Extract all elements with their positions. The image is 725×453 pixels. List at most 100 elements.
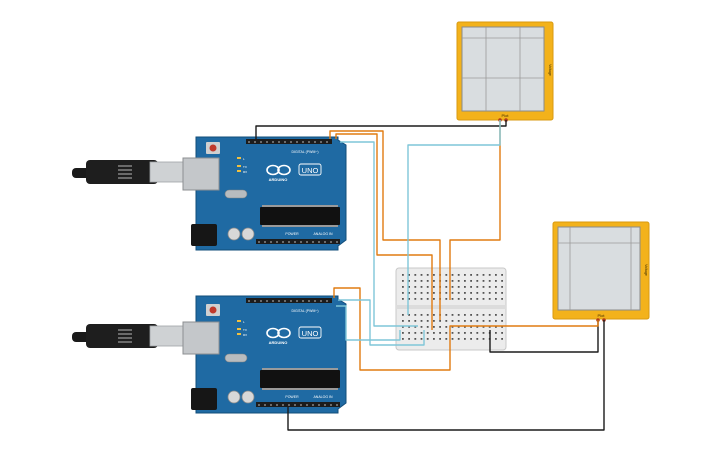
breadboard-hole[interactable] [476,326,479,328]
breadboard-hole[interactable] [445,298,448,300]
header-pin[interactable] [272,141,274,143]
header-pin[interactable] [306,404,308,406]
wire-black-1[interactable] [255,120,507,139]
breadboard-hole[interactable] [414,320,417,322]
breadboard[interactable] [395,267,507,351]
header-pin[interactable] [266,300,268,302]
wire-orange-1[interactable] [329,130,441,320]
breadboard-hole[interactable] [402,280,404,282]
breadboard-hole[interactable] [451,274,454,276]
breadboard-hole[interactable] [408,314,410,316]
breadboard-hole[interactable] [476,286,479,288]
breadboard-hole[interactable] [414,314,417,316]
breadboard-hole[interactable] [476,320,479,322]
breadboard-hole[interactable] [433,274,435,276]
wire-cyan-3[interactable] [338,299,425,346]
breadboard-hole[interactable] [408,326,410,328]
breadboard-hole[interactable] [501,314,503,316]
header-pin[interactable] [254,141,256,143]
header-pin[interactable] [330,404,332,406]
wire-black-3[interactable] [489,320,599,353]
breadboard-hole[interactable] [470,298,472,300]
breadboard-hole[interactable] [451,280,454,282]
breadboard-hole[interactable] [488,320,491,322]
header-pin[interactable] [288,404,290,406]
breadboard-hole[interactable] [457,292,460,294]
header-pin[interactable] [276,404,278,406]
breadboard-hole[interactable] [414,298,417,300]
breadboard-hole[interactable] [476,280,479,282]
header-pin[interactable] [294,241,296,243]
breadboard-hole[interactable] [457,326,460,328]
breadboard-hole[interactable] [501,338,503,340]
breadboard-hole[interactable] [445,326,448,328]
breadboard-hole[interactable] [464,292,466,294]
breadboard-hole[interactable] [426,274,429,276]
breadboard-hole[interactable] [482,338,485,340]
breadboard-hole[interactable] [414,286,417,288]
breadboard-hole[interactable] [445,320,448,322]
header-pin[interactable] [270,241,272,243]
breadboard-hole[interactable] [457,274,460,276]
breadboard-hole[interactable] [482,286,485,288]
breadboard-hole[interactable] [402,292,404,294]
breadboard-hole[interactable] [433,320,435,322]
digital-header-2[interactable] [246,298,332,303]
header-pin[interactable] [282,241,284,243]
breadboard-hole[interactable] [482,326,485,328]
breadboard-hole[interactable] [408,286,410,288]
breadboard-hole[interactable] [414,326,417,328]
header-pin[interactable] [272,300,274,302]
breadboard-hole[interactable] [420,326,423,328]
header-pin[interactable] [306,241,308,243]
header-pin[interactable] [270,404,272,406]
breadboard-hole[interactable] [482,292,485,294]
breadboard-hole[interactable] [439,338,441,340]
header-pin[interactable] [266,141,268,143]
breadboard-hole[interactable] [457,332,460,334]
arduino-2[interactable]: UNO ARDUINO DIGITAL (PWM~) POWER ANALOG … [72,295,347,414]
breadboard-hole[interactable] [495,298,497,300]
breadboard-hole[interactable] [476,292,479,294]
header-pin[interactable] [336,404,338,406]
breadboard-hole[interactable] [420,292,423,294]
breadboard-hole[interactable] [426,280,429,282]
breadboard-hole[interactable] [501,320,503,322]
header-pin[interactable] [314,141,316,143]
breadboard-hole[interactable] [402,314,404,316]
breadboard-hole[interactable] [451,314,454,316]
oscilloscope-1[interactable]: Plot Voltage [456,21,554,122]
breadboard-hole[interactable] [482,332,485,334]
wire-black-2[interactable] [287,320,605,431]
header-pin[interactable] [300,404,302,406]
breadboard-hole[interactable] [420,286,423,288]
wire-orange-3[interactable] [333,287,599,371]
header-pin[interactable] [278,141,280,143]
header-pin[interactable] [326,300,328,302]
header-pin[interactable] [296,300,298,302]
breadboard-hole[interactable] [495,286,497,288]
header-pin[interactable] [260,300,262,302]
breadboard-hole[interactable] [408,320,410,322]
breadboard-hole[interactable] [433,292,435,294]
header-pin[interactable] [300,241,302,243]
breadboard-hole[interactable] [495,292,497,294]
breadboard-hole[interactable] [402,298,404,300]
breadboard-hole[interactable] [488,280,491,282]
header-pin[interactable] [260,141,262,143]
breadboard-hole[interactable] [470,332,472,334]
breadboard-hole[interactable] [470,326,472,328]
header-pin[interactable] [290,300,292,302]
header-pin[interactable] [330,241,332,243]
wire-cyan-1[interactable] [340,141,418,327]
header-pin[interactable] [320,141,322,143]
usb-cable-1[interactable] [72,160,187,184]
breadboard-hole[interactable] [457,280,460,282]
breadboard-hole[interactable] [439,326,441,328]
breadboard-hole[interactable] [426,298,429,300]
breadboard-hole[interactable] [488,292,491,294]
breadboard-hole[interactable] [420,332,423,334]
breadboard-hole[interactable] [420,274,423,276]
breadboard-hole[interactable] [470,338,472,340]
